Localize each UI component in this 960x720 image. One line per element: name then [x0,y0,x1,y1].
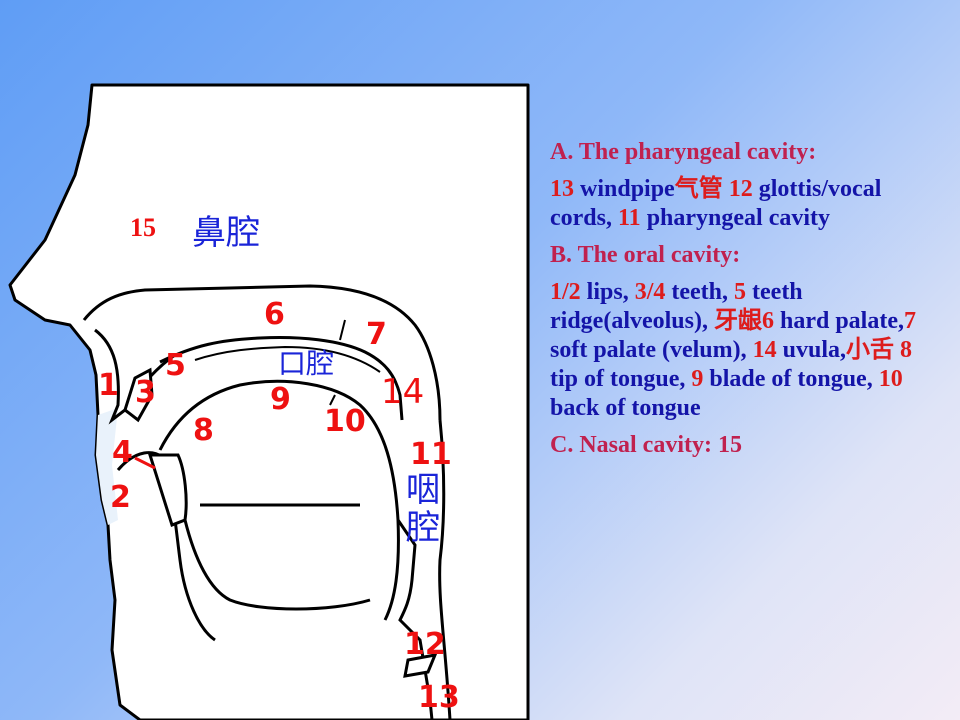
b-text-9: back of tongue [550,395,701,421]
b-text-5: soft palate (velum), [550,337,753,363]
upper-teeth [123,367,154,423]
section-b-body: 1/2 lips, 3/4 teeth, 5 teeth ridge(alveo… [550,278,945,423]
b-num-10: 10 [878,366,903,392]
b-num-14: 14 [752,337,777,363]
pharynx-back-wall [438,419,452,720]
label-2: 2 [110,480,131,515]
tongue-tip-arrow [134,456,156,470]
b-num-5: 5 [734,279,747,305]
label-11: 11 [410,437,452,472]
b-text-7: tip of tongue, [550,366,692,392]
label-7: 7 [366,317,387,352]
upper-lip [94,328,176,425]
b-text-8: blade of tongue, [703,366,879,392]
label-1: 1 [98,368,119,403]
b-num-6: 6 [761,308,774,334]
palate-tick [329,319,346,406]
b-text-1: lips, [580,279,635,305]
b-zh-uvula: 小舌 [846,337,895,363]
b-num-3-4: 3/4 [634,279,666,305]
glottis [403,653,438,678]
label-15: 15 [130,213,156,242]
b-num-8: 8 [894,337,913,363]
section-c-heading: C. Nasal cavity: 15 [550,432,742,458]
b-num-1-2: 1/2 [550,279,581,305]
vocal-tract-diagram [8,83,530,720]
b-num-7: 7 [904,308,916,334]
b-text-2: teeth, [665,279,735,305]
label-10: 10 [324,404,366,439]
palate-line [159,336,404,421]
lower-teeth [147,453,188,527]
label-8: 8 [193,413,214,448]
nasal-cavity-chinese: 鼻腔 [192,213,260,253]
a-num-11: 11 [618,205,641,231]
a-text-3: pharyngeal cavity [640,205,831,231]
chin-curve [183,519,371,611]
oral-cavity-roof [194,345,381,373]
label-9: 9 [270,382,291,417]
oral-cavity-chinese: 口腔 [278,347,335,380]
label-3: 3 [135,375,156,410]
pharynx-chinese-2: 腔 [406,508,440,548]
head-outline [8,83,530,720]
label-14: 14 [381,372,425,412]
section-a-heading: A. The pharyngeal cavity: [550,139,817,165]
label-5: 5 [165,348,186,383]
label-12: 12 [404,627,446,662]
label-6: 6 [264,297,285,332]
a-num-13: 13 [550,176,574,202]
label-4: 4 [112,435,133,470]
section-b-heading: B. The oral cavity: [550,242,741,268]
pharynx-chinese-1: 咽 [406,470,440,510]
a-num-12: 12 [722,176,753,202]
epiglottis [396,519,434,720]
b-num-9: 9 [691,366,704,392]
a-zh-windpipe: 气管 [674,176,723,202]
b-zh-gum: 牙龈 [713,308,762,334]
label-13: 13 [418,680,460,715]
a-text-2: glottis/vocal cords, [550,176,882,231]
tongue [158,379,400,621]
explanation-panel: A. The pharyngeal cavity: 13 windpipe气管 … [550,138,945,468]
b-text-6: uvula, [776,337,847,363]
b-text-3: teeth ridge(alveolus), [550,279,803,334]
a-text-1: windpipe [574,176,675,202]
b-text-4: hard palate, [773,308,904,334]
lip-shading [96,408,118,525]
nasal-floor [82,284,442,421]
section-a-body: 13 windpipe气管 12 glottis/vocal cords, 11… [550,175,945,233]
